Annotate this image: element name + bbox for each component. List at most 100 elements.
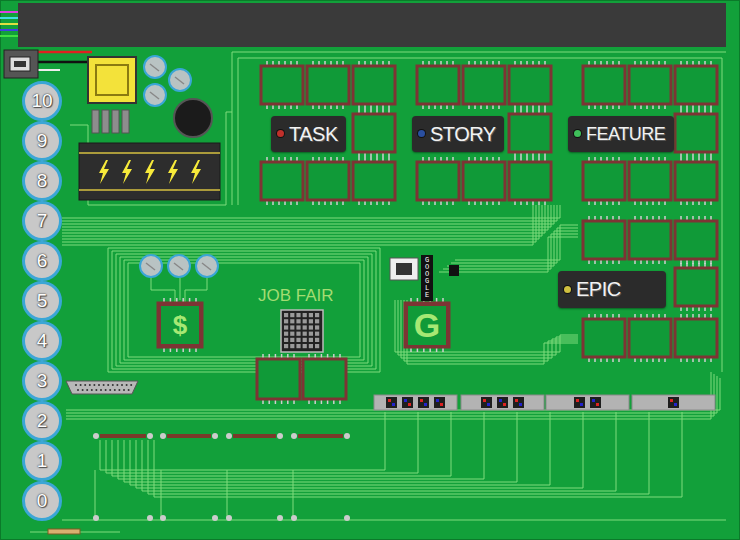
memory-chip (583, 157, 625, 205)
processor-cell (315, 332, 319, 336)
copper-trace (404, 300, 578, 361)
connector-pin (112, 384, 114, 386)
copper-trace (232, 52, 726, 205)
led-bar (546, 395, 629, 410)
capacitor-symbol (196, 255, 218, 277)
copper-trace (161, 470, 162, 518)
status-led (564, 286, 571, 293)
header-pad (291, 433, 297, 439)
processor-cell (284, 338, 288, 342)
node-text: 8 (37, 170, 48, 192)
ethernet-jack (390, 258, 418, 280)
ribbon-wire (0, 23, 18, 25)
memory-chip (675, 314, 717, 362)
copper-trace (124, 260, 364, 360)
memory-chip (675, 263, 717, 311)
level-circle: 7 (22, 201, 62, 241)
memory-chip (509, 61, 551, 109)
memory-chip (353, 157, 395, 205)
memory-chip (417, 157, 459, 205)
processor-cell (309, 338, 313, 342)
copper-trace (116, 254, 372, 366)
capacitor-symbol (144, 84, 166, 106)
copper-trace (100, 412, 385, 470)
copper-trace (62, 205, 545, 233)
connector-pin (130, 384, 132, 386)
processor-cell (309, 344, 313, 348)
node-text: EPIC (576, 278, 621, 301)
memory-chip (307, 157, 349, 205)
capacitor-mark (146, 263, 155, 270)
processor-chip (281, 310, 323, 352)
copper-trace (62, 205, 548, 230)
led-light (392, 403, 395, 406)
copper-trace (66, 374, 714, 416)
header-pad (147, 433, 153, 439)
capacitor-mark (150, 92, 159, 99)
connector-pin (103, 384, 105, 386)
chip-body (509, 162, 551, 200)
power-jack-socket (10, 57, 30, 71)
copper-trace (130, 412, 550, 485)
processor-cell (290, 313, 294, 317)
copper-trace (108, 248, 380, 372)
chip-body (463, 66, 505, 104)
processor-cell (296, 319, 300, 323)
power-jack (4, 50, 38, 78)
capacitor-symbol (140, 255, 162, 277)
chip-pins (405, 298, 449, 352)
processor-cell (290, 338, 294, 342)
processor-cell (309, 313, 313, 317)
copper-trace (62, 205, 557, 221)
memory-chip (261, 157, 303, 205)
red-wire (38, 51, 92, 54)
led-light (408, 403, 411, 406)
copper-trace (136, 412, 583, 488)
copper-trace (62, 205, 560, 218)
node-text: 0 (37, 490, 48, 512)
processor-cell (296, 332, 300, 336)
header-pad (212, 515, 218, 521)
chip-body (629, 221, 671, 259)
chip-body (629, 319, 671, 357)
level-circle: 5 (22, 281, 62, 321)
copper-trace (180, 278, 181, 300)
ethernet-port (396, 263, 412, 275)
memory-chip (583, 216, 625, 264)
copper-trace (447, 231, 578, 266)
battery-stripe (79, 152, 220, 154)
chip-pins (158, 298, 202, 352)
node-text: 9 (37, 130, 48, 152)
resistor-symbol (112, 110, 119, 133)
transformer-core (96, 65, 128, 95)
led (574, 397, 585, 408)
led-light (674, 403, 677, 406)
money-chip: $ (158, 303, 202, 347)
copper-trace (154, 412, 682, 497)
connector-pin (89, 384, 91, 386)
pin-header (233, 434, 276, 438)
capacitor-mark (150, 64, 159, 71)
db25-connector (66, 381, 138, 394)
header-pad (226, 433, 232, 439)
chip-body (675, 66, 717, 104)
connector-pin (107, 384, 109, 386)
led-light (436, 399, 439, 402)
led-light (440, 403, 443, 406)
task-label: TASK (271, 116, 346, 152)
support-chip (303, 354, 346, 404)
led-light (596, 403, 599, 406)
ribbon-wire (0, 17, 18, 19)
led-light (388, 399, 391, 402)
level-circle: 3 (22, 361, 62, 401)
led-bar (461, 395, 544, 410)
copper-trace (148, 412, 649, 494)
processor-cell (284, 319, 288, 323)
google-chip: G (405, 303, 449, 348)
processor-cell (284, 344, 288, 348)
header-pad (291, 515, 297, 521)
chip-body (307, 162, 349, 200)
copper-trace (118, 412, 484, 479)
led-light (503, 403, 506, 406)
lightning-bolt (99, 160, 109, 184)
